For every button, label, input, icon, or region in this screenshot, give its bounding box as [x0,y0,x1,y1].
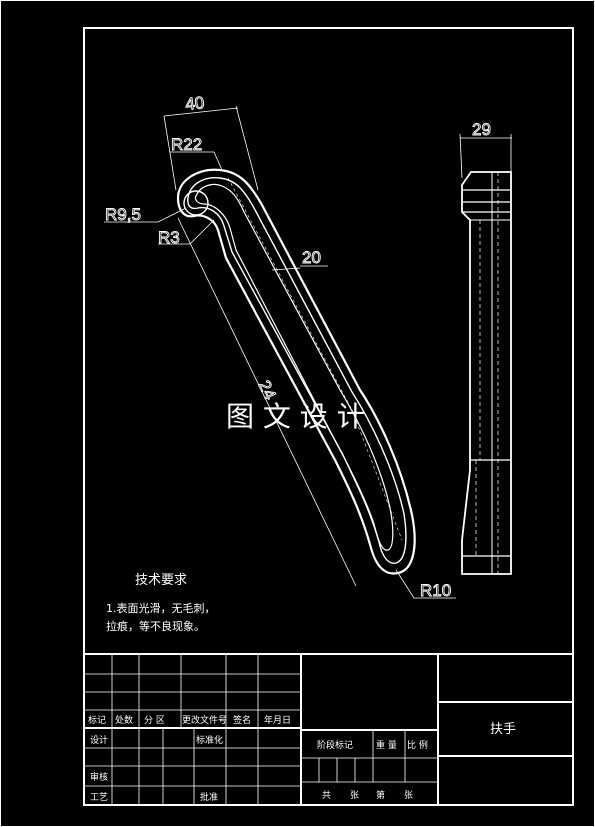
tb-process: 工艺 [90,792,108,803]
dim-40-ext-right [235,105,259,191]
handle-slot [194,183,394,551]
dim-r22-leader [170,151,223,171]
tb-header-sign: 签名 [233,714,251,726]
drawing-frame [83,27,574,806]
dim-r9-5-label: R9,5 [105,205,141,224]
handle-outer-contour [176,168,416,575]
dim-29-label: 29 [472,120,491,139]
dim-r10-leader [395,569,456,599]
tb-design: 设计 [90,734,108,746]
dim-r3-label: R3 [158,228,180,247]
tb-review: 审核 [90,771,108,783]
dim-24-label: 24 [254,377,279,402]
dim-20-line [271,267,301,271]
tb-header-zone: 分 区 [144,715,165,726]
dim-20-label: 20 [302,248,321,267]
tb-sheet-no: 第 [376,789,385,801]
side-view-outline [461,171,512,575]
dim-40-ext-left [163,115,177,191]
watermark-text: 图 文 设 计 [226,400,365,433]
dim-29-ext-left [459,133,463,179]
tech-req-title: 技术要求 [135,573,187,588]
handle-inner-contour [187,177,407,564]
tb-sheet-word: 张 [404,790,413,801]
front-view-dimensions [104,105,456,599]
tb-header-mark: 标记 [88,714,106,726]
tech-req-line1: 1.表面光滑，无毛刺， [106,601,216,615]
dim-r9-5-leader [104,207,187,223]
tb-part-name: 扶手 [490,722,516,737]
dim-r3-leader [158,219,215,245]
tb-stage-mark: 阶段标记 [317,739,353,751]
dim-r10-label: R10 [420,581,451,600]
tb-header-count: 处数 [115,714,133,726]
tb-weight: 重 量 [376,739,397,751]
r9-5-arc [183,190,209,216]
center-line-lower [351,409,403,541]
tb-standardize: 标准化 [196,734,223,746]
tech-req-line2: 拉痕，等不良现象。 [106,619,205,633]
tb-scale: 比 例 [407,739,428,751]
dim-r22-label: R22 [171,135,202,154]
dim-40-line [163,107,239,117]
tb-header-date: 年月日 [264,714,291,726]
tb-sheets-total: 共 [322,790,331,801]
tb-approve: 批准 [200,791,218,803]
tb-sheets-word: 张 [350,790,359,801]
title-block [84,653,573,805]
dim-24-line [177,217,357,587]
dim-40-label: 40 [184,93,205,114]
side-view [459,133,512,575]
front-view [176,168,416,575]
center-line [227,177,353,411]
tb-header-docno: 更改文件号 [182,714,227,726]
